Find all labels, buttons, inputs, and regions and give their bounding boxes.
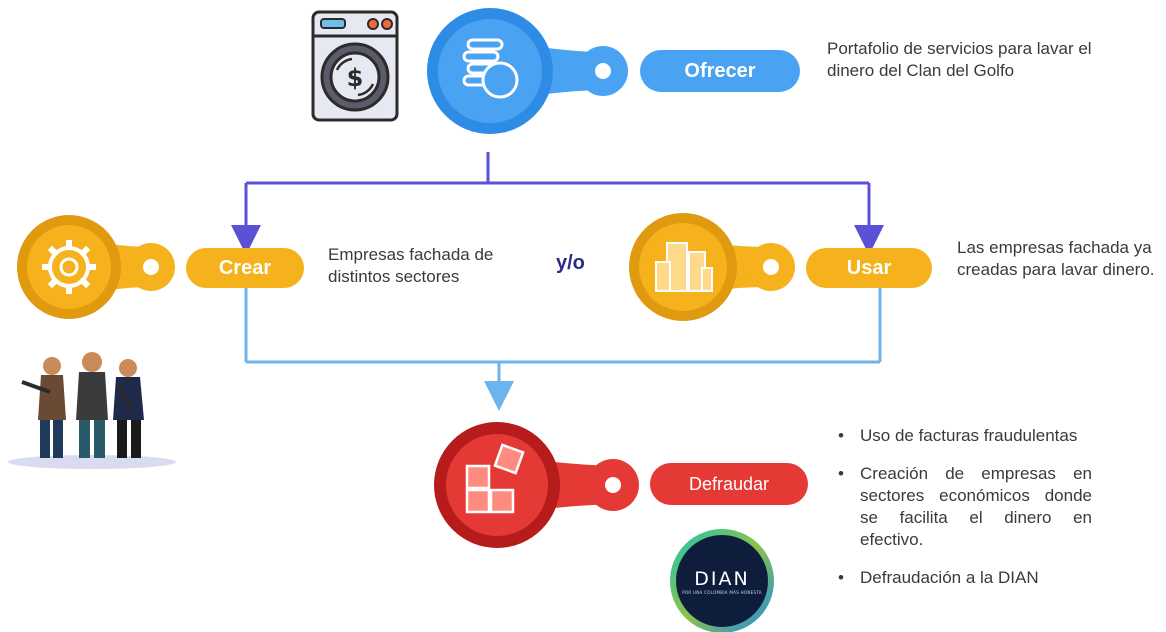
puzzle-icon [465, 443, 525, 514]
top-connector-lines [231, 152, 884, 255]
bullet-item: Defraudación a la DIAN [836, 567, 1092, 589]
defraudar-key-shape [434, 422, 639, 548]
dian-logo-tagline: POR UNA COLOMBIA MÁS HONESTA [682, 590, 762, 595]
crear-description: Empresas fachada de distintos sectores [328, 245, 494, 286]
coins-icon [462, 38, 519, 99]
crear-pill [186, 248, 304, 288]
bullet-item: Uso de facturas fraudulentas [836, 425, 1092, 447]
dian-logo-text: DIAN [694, 568, 750, 590]
connector-yo: y/o [556, 252, 585, 274]
crear-key-shape [17, 215, 175, 319]
gear-icon [42, 240, 96, 294]
usar-key-shape [629, 213, 795, 321]
defraudar-label: Defraudar [688, 473, 770, 494]
ofrecer-pill [640, 50, 800, 92]
defraudar-pill [650, 463, 808, 505]
usar-label: Usar [846, 256, 892, 279]
ofrecer-key-shape [427, 8, 628, 134]
dian-logo [670, 529, 774, 632]
washing-machine-dollar-icon: $ [311, 10, 399, 122]
armed-men-illustration [8, 352, 176, 469]
crear-label: Crear [218, 256, 272, 279]
ofrecer-description: Portafolio de servicios para lavar el di… [827, 39, 1092, 80]
bottom-connector-lines [244, 285, 882, 411]
usar-pill [806, 248, 932, 288]
svg-text:$: $ [347, 64, 364, 92]
ofrecer-label: Ofrecer [684, 59, 756, 82]
defraudar-bullets: Uso de facturas fraudulentas Creación de… [836, 425, 1092, 605]
bullet-item: Creación de empresas en sectores económi… [836, 463, 1092, 551]
buildings-icon [655, 242, 713, 292]
usar-description: Las empresas fachada ya creadas para lav… [957, 238, 1155, 279]
